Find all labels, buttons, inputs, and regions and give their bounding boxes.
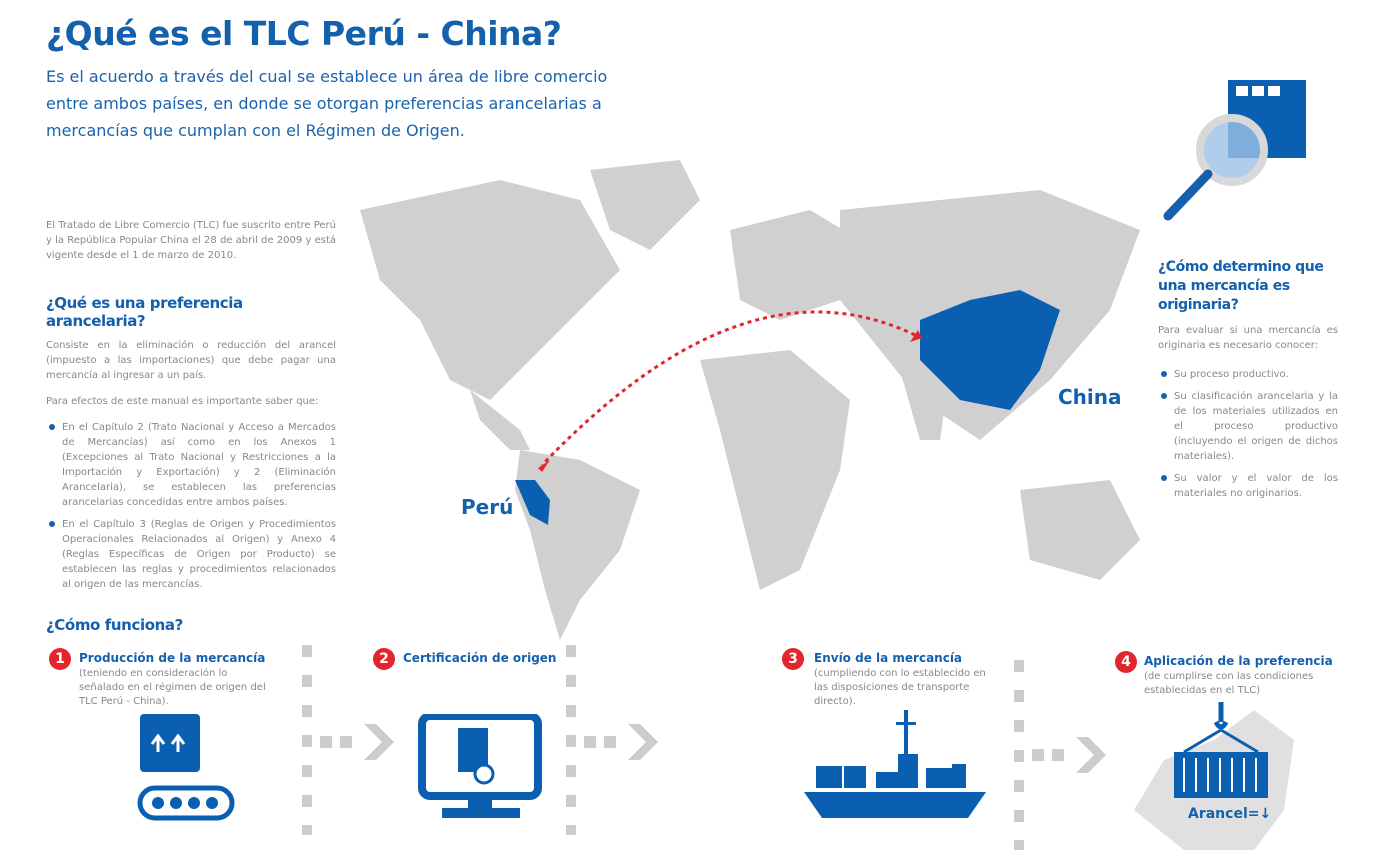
page-title: ¿Qué es el TLC Perú - China? (46, 14, 562, 53)
intro-text: Es el acuerdo a través del cual se estab… (46, 67, 608, 140)
step-3-title: Envío de la mercancía (814, 651, 963, 665)
divider (566, 645, 576, 835)
preference-heading: ¿Qué es una preferencia arancelaria? (46, 294, 243, 330)
arrow-right-icon (584, 724, 658, 760)
peru-label: Perú (461, 495, 514, 519)
china-container-icon (1134, 702, 1294, 850)
magnifier-document-icon (1163, 80, 1306, 221)
cargo-ship-icon (804, 710, 986, 818)
china-label: China (1058, 385, 1122, 409)
step-2-number: 2 (373, 648, 395, 670)
step-3-desc: (cumpliendo con lo establecido en las di… (814, 668, 986, 707)
step-1-title: Producción de la mercancía (79, 651, 266, 665)
box-conveyor-icon (137, 714, 235, 821)
list-item: Su proceso productivo. (1158, 367, 1338, 382)
arrowhead-peru (538, 460, 550, 472)
south-america (515, 450, 640, 640)
trade-route-arrow (540, 310, 916, 467)
africa (700, 350, 850, 590)
origin-lead: Para evaluar si una mercancía es origina… (1158, 325, 1338, 351)
list-item: En el Capítulo 3 (Reglas de Origen y Pro… (46, 517, 336, 592)
list-item: Su clasificación arancelaria y la de los… (1158, 389, 1338, 464)
preference-section: ¿Qué es una preferencia arancelaria? Con… (46, 294, 336, 599)
how-heading: ¿Cómo funciona? (46, 616, 183, 634)
list-item: Su valor y el valor de los materiales no… (1158, 471, 1338, 501)
arrow-right-icon (1032, 737, 1106, 773)
arrow-right-icon (320, 724, 394, 760)
step-4-desc: (de cumplirse con las condiciones establ… (1144, 671, 1314, 696)
europe (730, 210, 860, 320)
monitor-certificate-icon (418, 714, 542, 818)
step-1-desc: (teniendo en consideración lo señalado e… (79, 668, 266, 707)
signed-text: El Tratado de Libre Comercio (TLC) fue s… (46, 220, 337, 261)
step-3-number: 3 (782, 648, 804, 670)
greenland (590, 160, 700, 250)
preference-body: Consiste en la eliminación o reducción d… (46, 340, 336, 381)
origin-heading: ¿Cómo determino que una mercancía es ori… (1158, 259, 1324, 313)
china-highlight (920, 290, 1060, 410)
continents (360, 160, 1140, 640)
arrowhead-china (910, 330, 922, 342)
north-america (360, 180, 620, 400)
divider (1014, 660, 1024, 850)
origin-section: ¿Cómo determino que una mercancía es ori… (1158, 258, 1338, 508)
step-4-title: Aplicación de la preferencia (1144, 654, 1333, 668)
central-america (470, 390, 530, 450)
india (900, 370, 950, 440)
preference-lead: Para efectos de este manual es important… (46, 396, 319, 407)
divider (302, 645, 312, 835)
australia (1020, 480, 1140, 580)
step-2-title: Certificación de origen (403, 651, 557, 665)
world-map (360, 160, 1140, 640)
step-4-number: 4 (1115, 651, 1137, 673)
arancel-label: Arancel=↓ (1188, 806, 1272, 822)
list-item: En el Capítulo 2 (Trato Nacional y Acces… (46, 420, 336, 510)
step-1-number: 1 (49, 648, 71, 670)
peru-highlight (515, 480, 550, 525)
